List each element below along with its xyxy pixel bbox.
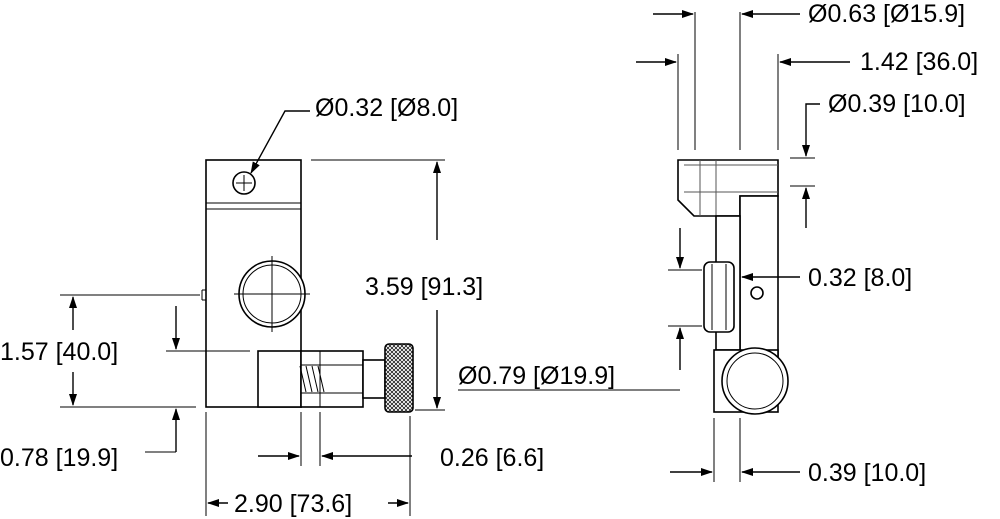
hole-diameter-label: Ø0.32 [Ø8.0] xyxy=(315,94,458,122)
side-knob xyxy=(721,347,789,415)
clamp-thickness-label: Ø0.39 [10.0] xyxy=(828,90,966,118)
screw-housing xyxy=(257,350,302,408)
height-to-center-label: 1.57 [40.0] xyxy=(0,338,118,366)
side-disk xyxy=(703,261,735,333)
rod-diameter-label: Ø0.63 [Ø15.9] xyxy=(808,0,965,28)
post-width-label: 0.39 [10.0] xyxy=(808,459,926,487)
front-dimensions xyxy=(60,110,445,516)
side-view xyxy=(677,159,789,415)
knob-diameter-label: Ø0.79 [Ø19.9] xyxy=(458,362,615,390)
side-small-hole xyxy=(750,286,764,300)
front-view xyxy=(201,159,414,413)
knurled-knob xyxy=(384,343,414,413)
knob-thickness-label: 0.26 [6.6] xyxy=(440,444,544,472)
bottom-offset-label: 0.78 [19.9] xyxy=(0,444,118,472)
side-dimensions xyxy=(636,10,850,482)
dimension-labels: Ø0.32 [Ø8.0] 3.59 [91.3] 1.57 [40.0] 0.7… xyxy=(0,0,978,518)
slot-width-label: 0.32 [8.0] xyxy=(808,264,912,292)
overall-width-label: 2.90 [73.6] xyxy=(234,490,352,518)
overall-height-label: 3.59 [91.3] xyxy=(365,273,483,301)
side-width-label: 1.42 [36.0] xyxy=(860,48,978,76)
